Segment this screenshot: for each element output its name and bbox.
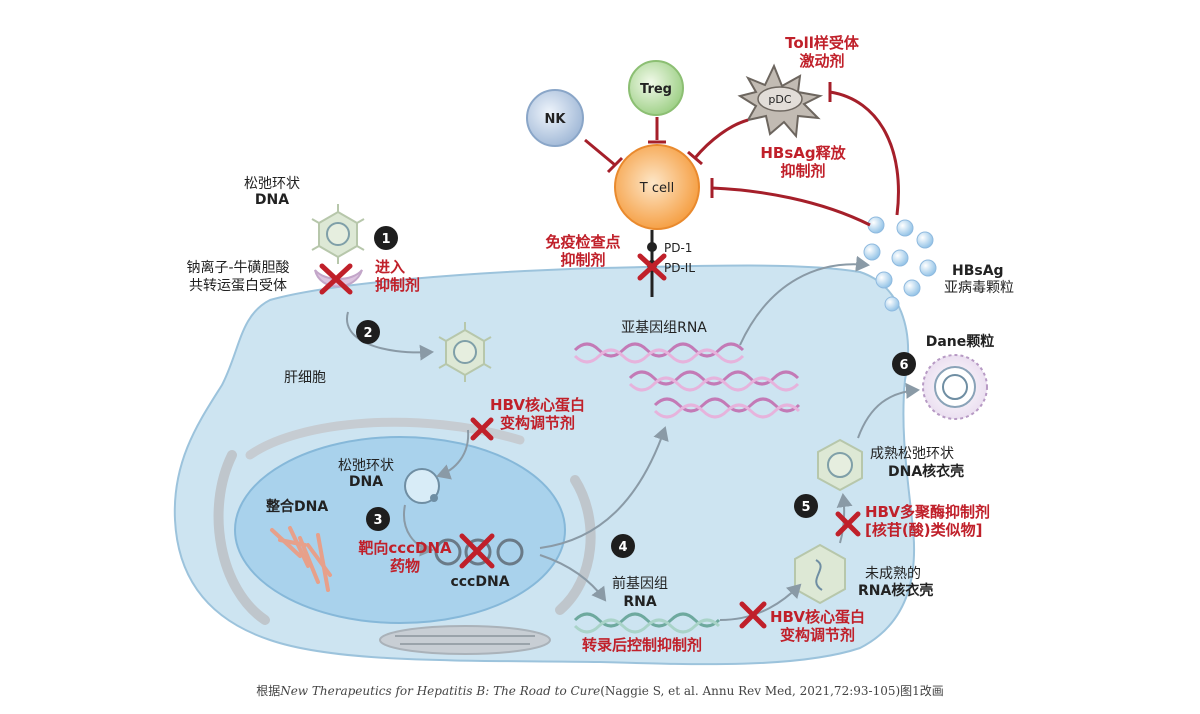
nk-inhibition xyxy=(584,138,616,167)
checkpoint-inhibitor-label-2: 抑制剂 xyxy=(560,251,605,269)
hbsag-to-tcell xyxy=(711,186,871,227)
golgi xyxy=(379,625,551,655)
step-1: 1 xyxy=(381,232,390,247)
core-modulator-1-label-1: HBV核心蛋白 xyxy=(490,396,585,414)
caption-prefix: 根据 xyxy=(256,684,281,698)
treg-cell xyxy=(628,60,684,116)
mature-capsid-label-2: DNA核衣壳 xyxy=(888,463,964,480)
tlr-agonist-label-2: 激动剂 xyxy=(799,52,844,70)
arrow-to-hbsag xyxy=(739,255,870,346)
tlr-agonist-label-1: Toll样受体 xyxy=(785,34,860,52)
hbsag-release-label-2: 抑制剂 xyxy=(780,162,825,180)
virus-particle-top xyxy=(311,204,365,264)
figure-caption: 根据New Therapeutics for Hepatitis B: The … xyxy=(0,682,1200,699)
integrated-dna-label: 整合DNA xyxy=(265,498,328,515)
entry-inhibitor-label-1: 进入 xyxy=(375,258,405,276)
treg-label: Treg xyxy=(640,82,672,97)
arrow-to-nucleus xyxy=(436,429,470,480)
dane-particle xyxy=(922,354,988,420)
pdl-label: PD-IL xyxy=(664,261,695,275)
polymerase-inhibitor-label-2: [核苷(酸)类似物] xyxy=(865,521,982,539)
arrow-to-pregenomic xyxy=(539,554,607,602)
hbsag-label-1: HBsAg xyxy=(952,263,1004,279)
arrow-to-subgenomic xyxy=(539,426,669,549)
nucleus xyxy=(234,436,566,624)
target-cccdna-label-2: 药物 xyxy=(390,557,420,575)
cccdna-label: cccDNA xyxy=(450,574,509,590)
ntcp-receptor xyxy=(314,269,363,288)
pregenomic-rna-label-1: 前基因组 xyxy=(612,575,668,592)
relaxed-dna-top-label-1: 松弛环状 xyxy=(244,176,300,192)
nk-cell xyxy=(526,89,584,147)
step-5: 5 xyxy=(801,500,810,515)
relaxed-dna-nucleus xyxy=(404,468,440,504)
mature-capsid-label-1: 成熟松弛环状 xyxy=(870,446,954,462)
dane-label: Dane颗粒 xyxy=(926,333,995,350)
ntcp-label-2: 共转运蛋白受体 xyxy=(189,278,287,294)
polymerase-inhibitor-label-1: HBV多聚酶抑制剂 xyxy=(865,503,990,521)
checkpoint-inhibitor-label-1: 免疫检查点 xyxy=(545,233,620,251)
target-cccdna-label-1: 靶向cccDNA xyxy=(358,539,452,557)
hbsag-label-2: 亚病毒颗粒 xyxy=(944,280,1014,296)
entry-inhibitor-label-2: 抑制剂 xyxy=(375,276,420,294)
pd1-label: PD-1 xyxy=(664,241,692,255)
step-4: 4 xyxy=(618,540,627,555)
core-modulator-2-label-2: 变构调节剂 xyxy=(780,626,855,644)
hepatocyte-label: 肝细胞 xyxy=(284,370,326,386)
ntcp-label-1: 钠离子-牛磺胆酸 xyxy=(186,259,289,276)
pdc-label: pDC xyxy=(768,93,791,106)
core-modulator-1-label-2: 变构调节剂 xyxy=(500,414,575,432)
virus-particle-cytoplasm xyxy=(438,322,492,382)
tcell-label: T cell xyxy=(639,181,674,196)
arrow-to-immature xyxy=(719,583,802,621)
integrated-dna-chromosomes xyxy=(270,526,332,592)
inhibitor-x-marks xyxy=(319,253,861,629)
pdc-inhibition xyxy=(693,118,749,159)
caption-suffix: (Naggie S, et al. Annu Rev Med, 2021,72:… xyxy=(600,684,944,698)
post-transcription-label: 转录后控制抑制剂 xyxy=(582,636,702,654)
er-membrane-right xyxy=(555,475,596,615)
pregenomic-rna-strand xyxy=(573,612,721,634)
step-6: 6 xyxy=(899,358,908,373)
arrow-to-cccdna xyxy=(403,504,434,557)
t-cell xyxy=(614,144,700,230)
relaxed-dna-top-label-2: DNA xyxy=(255,192,289,208)
immature-capsid-label-1: 未成熟的 xyxy=(865,566,921,582)
subgenomic-rna-strands xyxy=(573,342,801,419)
caption-title: New Therapeutics for Hepatitis B: The Ro… xyxy=(280,684,601,698)
core-modulator-2-label-1: HBV核心蛋白 xyxy=(770,608,865,626)
cccdna-rings xyxy=(434,538,524,566)
hbsag-release-label-1: HBsAg释放 xyxy=(760,144,846,162)
arrow-to-dane xyxy=(857,382,920,439)
hbsag-to-pdc xyxy=(829,90,900,216)
relaxed-dna-nucleus-label-2: DNA xyxy=(349,474,383,490)
relaxed-dna-nucleus-label-1: 松弛环状 xyxy=(338,458,394,474)
immature-capsid-label-2: RNA核衣壳 xyxy=(858,582,933,599)
step-3: 3 xyxy=(373,513,382,528)
immature-capsid xyxy=(794,543,846,605)
nk-label: NK xyxy=(545,112,567,127)
pregenomic-rna-label-2: RNA xyxy=(623,594,656,610)
step-markers xyxy=(356,226,916,558)
mature-capsid xyxy=(817,438,863,492)
step-2: 2 xyxy=(363,326,372,341)
er-membrane-left xyxy=(213,450,270,625)
hbsag-particles xyxy=(863,216,937,312)
subgenomic-rna-label: 亚基因组RNA xyxy=(621,319,707,336)
